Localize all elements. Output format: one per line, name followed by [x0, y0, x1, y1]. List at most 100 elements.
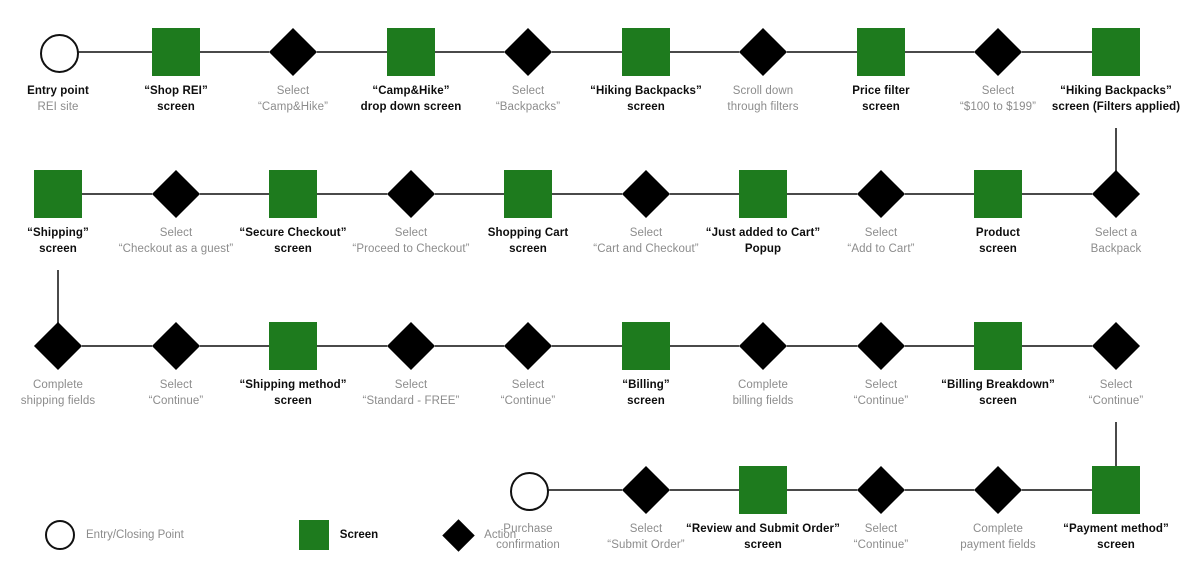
- action-diamond-icon: [738, 321, 788, 371]
- flow-node-label-line1: “Camp&Hike”: [372, 85, 450, 97]
- flow-node-label-line1: Select: [159, 227, 193, 239]
- flow-node-label-line2: shipping fields: [20, 394, 96, 407]
- flow-node-label-line1: Select: [629, 227, 663, 239]
- flow-node-label-line1: “Billing”: [622, 379, 670, 391]
- flow-connector-horizontal: [787, 345, 857, 347]
- flow-node-label: “Billing” screen: [541, 378, 751, 409]
- flow-connector-horizontal: [317, 345, 387, 347]
- screen-square-icon: [622, 28, 670, 76]
- flow-node-label-line2: screen: [1097, 538, 1135, 551]
- flow-connector-horizontal: [82, 193, 152, 195]
- flow-node-label-line2: “Checkout as a guest”: [118, 242, 234, 255]
- flow-node-label-line1: Select: [394, 227, 428, 239]
- connector-row3-to-row4: [1115, 422, 1117, 490]
- flow-node-label-line1: Scroll down: [732, 85, 794, 97]
- flow-node-label-line2: “Standard - FREE”: [362, 394, 460, 407]
- flow-node-label-line2: screen: [157, 100, 195, 113]
- flow-node-label-line2: “Continue”: [500, 394, 556, 407]
- flow-node-label-line1: “Secure Checkout”: [239, 227, 347, 239]
- legend-item-screen-square: Screen: [294, 518, 378, 552]
- flow-connector-horizontal: [82, 345, 152, 347]
- flow-node-label: “Shipping”screen: [0, 226, 163, 257]
- flow-node-label-line1: Complete: [737, 379, 789, 391]
- flow-node-label-line2: drop down screen: [360, 100, 462, 113]
- flow-connector-horizontal: [552, 345, 622, 347]
- flow-node-label-line1: Product: [975, 227, 1021, 239]
- action-diamond-icon: [386, 321, 436, 371]
- flow-node-label-line2: “Proceed to Checkout”: [352, 242, 470, 255]
- action-diamond-icon: [503, 27, 553, 77]
- action-diamond-icon: [856, 169, 906, 219]
- flow-connector-horizontal: [200, 193, 269, 195]
- legend-swatch: [438, 518, 478, 552]
- action-diamond-icon: [973, 465, 1023, 515]
- screen-square-icon: [269, 170, 317, 218]
- flow-node-label-line2: Backpack: [1090, 242, 1142, 255]
- flow-node-label-line2: “Continue”: [148, 394, 204, 407]
- legend-label: Entry/Closing Point: [86, 529, 184, 541]
- flow-connector-horizontal: [1022, 489, 1092, 491]
- flow-node-label-line1: Select: [629, 523, 663, 535]
- flow-node-label-line1: “Shop REI”: [144, 85, 208, 97]
- flow-node-label-line1: Select: [276, 85, 310, 97]
- screen-square-icon: [504, 170, 552, 218]
- connector-row2-to-row3: [57, 270, 59, 346]
- flow-connector-horizontal: [905, 193, 974, 195]
- flow-node-label: “Shipping method”screen: [188, 378, 398, 409]
- action-diamond-icon: [151, 169, 201, 219]
- flow-node-label: Select “Cart and Checkout”: [541, 226, 751, 257]
- screen-square-icon: [1092, 28, 1140, 76]
- flow-node-label: Select“Continue”: [1011, 378, 1200, 409]
- screen-square-icon: [974, 170, 1022, 218]
- flow-connector-horizontal: [435, 345, 504, 347]
- flow-node-label-line2: “Submit Order”: [607, 538, 685, 551]
- flow-node-label-line2: “Continue”: [853, 394, 909, 407]
- flow-node-label-line1: Select: [981, 85, 1015, 97]
- entry-circle-icon: [39, 34, 79, 73]
- flow-node-label-line1: Price filter: [852, 85, 910, 97]
- flow-node-label-line1: Select: [511, 379, 545, 391]
- screen-square-icon: [739, 170, 787, 218]
- action-diamond-icon: [738, 27, 788, 77]
- flow-node-label-line2: confirmation: [496, 538, 560, 551]
- flow-node-label-line1: Select: [511, 85, 545, 97]
- flow-node-label-line1: “Payment method”: [1063, 523, 1169, 535]
- flow-node-label-line1: Select: [864, 379, 898, 391]
- action-diamond-icon: [151, 321, 201, 371]
- flow-connector-horizontal: [1022, 51, 1092, 53]
- flow-node-label-line2: “Cart and Checkout”: [593, 242, 699, 255]
- flow-node-label-line2: REI site: [37, 100, 79, 113]
- flow-node-label: Select“Backpacks”: [423, 84, 633, 115]
- flow-connector-horizontal: [317, 51, 387, 53]
- flow-node-label-line1: “Shipping method”: [239, 379, 347, 391]
- screen-square-icon: [622, 322, 670, 370]
- flow-node-label-line1: “Hiking Backpacks”: [1060, 85, 1172, 97]
- flow-node-label-line1: “Hiking Backpacks”: [590, 85, 702, 97]
- flow-connector-horizontal: [787, 51, 857, 53]
- flow-connector-horizontal: [317, 193, 387, 195]
- legend-label: Action: [484, 529, 517, 541]
- legend-swatch: [294, 518, 334, 552]
- flow-node-label-line2: screen: [627, 394, 665, 407]
- flow-connector-horizontal: [787, 193, 857, 195]
- flow-node-label-line1: Complete: [972, 523, 1024, 535]
- flow-node-label-line2: screen: [39, 242, 77, 255]
- flow-node-label: Select “Submit Order”: [541, 522, 751, 553]
- flow-node-label-line2: screen: [979, 242, 1017, 255]
- flow-node-label-line1: Entry point: [27, 85, 89, 97]
- flow-connector-horizontal: [905, 51, 974, 53]
- legend-swatch: [40, 518, 80, 552]
- legend: Entry/Closing Point Screen Action: [40, 518, 516, 552]
- action-diamond-icon: [503, 321, 553, 371]
- legend-item-action-diamond: Action: [438, 518, 516, 552]
- action-diamond-icon: [441, 518, 475, 552]
- action-diamond-icon: [1091, 321, 1141, 371]
- flow-node-label: Select “Continue”: [776, 378, 986, 409]
- legend-label: Screen: [339, 529, 379, 541]
- screen-square-icon: [739, 466, 787, 514]
- flow-connector-horizontal: [200, 345, 269, 347]
- flow-connector-horizontal: [670, 345, 739, 347]
